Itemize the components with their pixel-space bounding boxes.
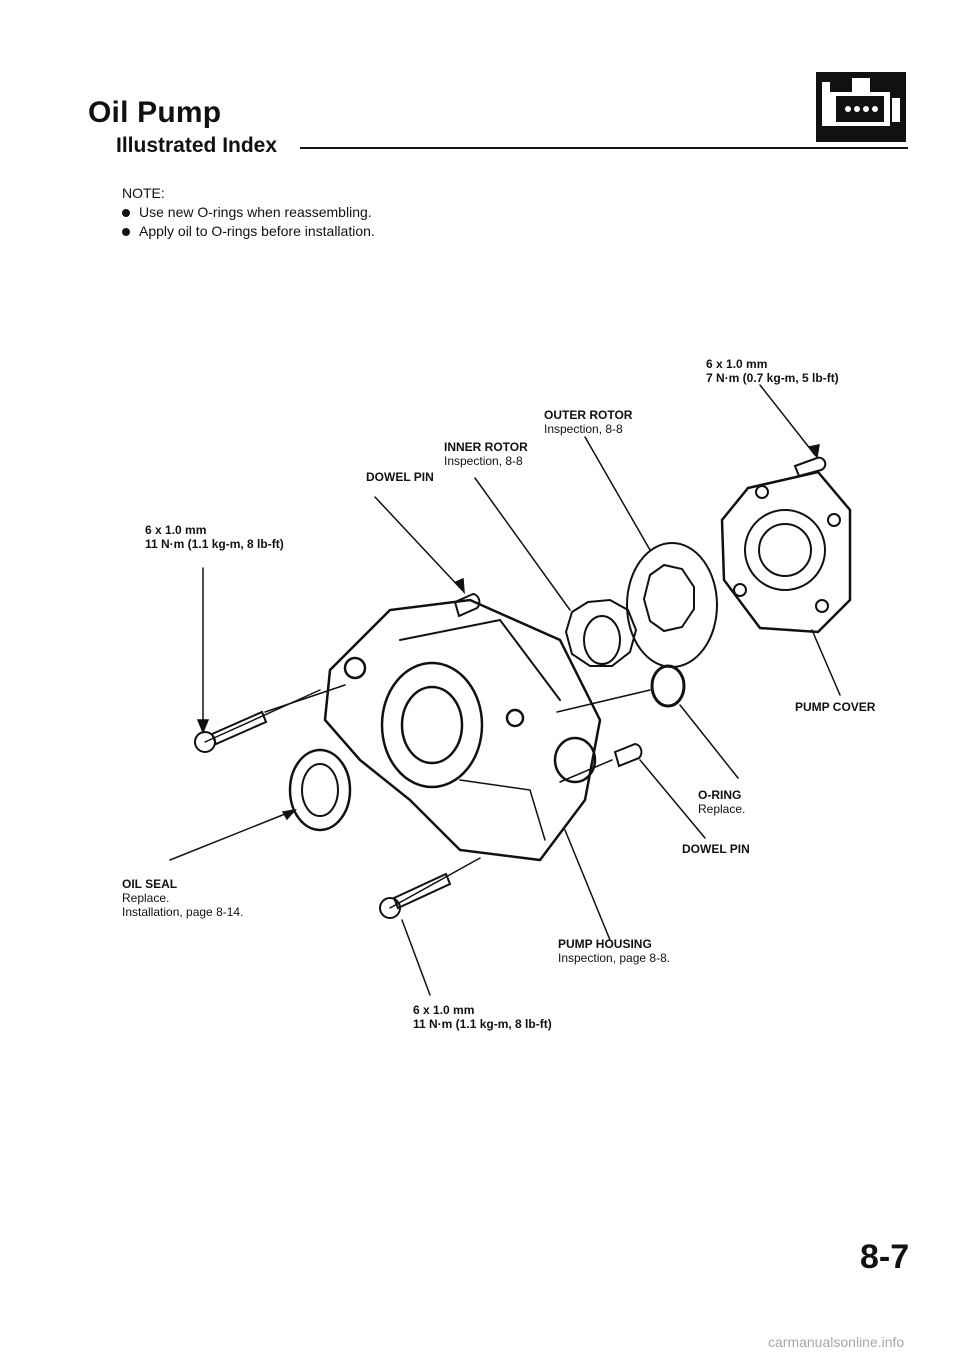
callout-pump-cover: PUMP COVER: [795, 700, 876, 714]
note-item: Apply oil to O-rings before installation…: [122, 222, 375, 241]
callout-oil-seal: OIL SEAL Replace. Installation, page 8-1…: [122, 877, 244, 919]
page-title: Oil Pump: [88, 96, 222, 129]
outer-rotor-part: [626, 542, 718, 668]
note-block: NOTE: Use new O-rings when reassembling.…: [122, 184, 375, 241]
callout-cover-bolt: 6 x 1.0 mm 7 N·m (0.7 kg-m, 5 lb-ft): [706, 357, 839, 385]
pump-housing-part: [323, 598, 602, 862]
header-rule: [300, 147, 908, 149]
page-number: 8-7: [860, 1238, 910, 1276]
callout-dowel-pin-bottom: DOWEL PIN: [682, 842, 750, 856]
callout-dowel-pin-top: DOWEL PIN: [366, 470, 434, 484]
note-item: Use new O-rings when reassembling.: [122, 203, 375, 222]
callout-left-bolt: 6 x 1.0 mm 11 N·m (1.1 kg-m, 8 lb-ft): [145, 523, 284, 551]
leader-lines: [169, 384, 841, 996]
oil-seal-part: [288, 748, 352, 832]
o-ring-part: [650, 664, 686, 708]
note-heading: NOTE:: [122, 185, 165, 201]
callout-outer-rotor: OUTER ROTOR Inspection, 8-8: [544, 408, 633, 436]
callout-o-ring: O-RING Replace.: [698, 788, 746, 816]
callout-bottom-bolt: 6 x 1.0 mm 11 N·m (1.1 kg-m, 8 lb-ft): [413, 1003, 552, 1031]
inner-rotor-part: [564, 598, 638, 667]
section-subtitle: Illustrated Index: [116, 134, 278, 157]
engine-icon: [816, 72, 906, 142]
callout-inner-rotor: INNER ROTOR Inspection, 8-8: [444, 440, 528, 468]
dowel-pin-part: [453, 592, 643, 768]
bolt-part: [194, 710, 452, 919]
callout-pump-housing: PUMP HOUSING Inspection, page 8-8.: [558, 937, 671, 965]
pump-cover-part: [720, 456, 852, 634]
watermark: carmanualsonline.info: [768, 1334, 905, 1350]
